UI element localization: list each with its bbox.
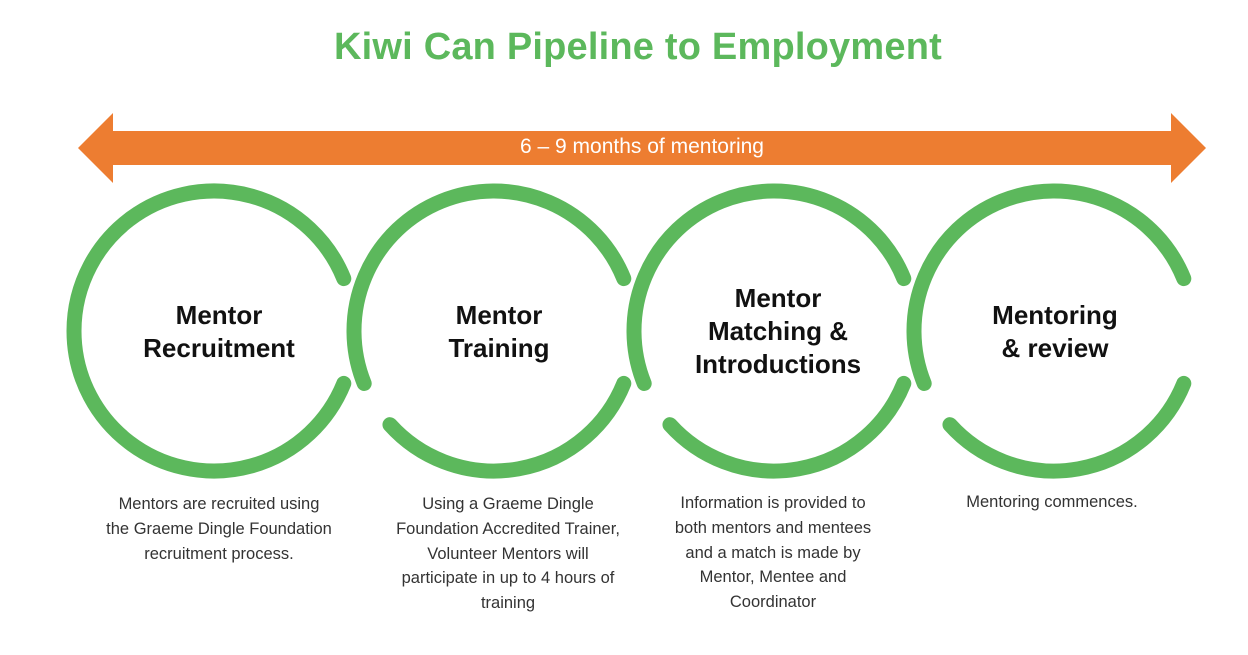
stage-description-line: Mentors are recruited using <box>118 495 320 513</box>
stage-description-line: recruitment process. <box>144 544 294 563</box>
stage-title: Mentor Training <box>379 299 619 365</box>
stage-description-line: the Graeme Dingle Foundation <box>106 519 332 538</box>
stage-ring-arc <box>382 375 632 479</box>
stage-description-line: Information is provided to <box>680 494 866 512</box>
stage-description-line: Using a Graeme Dingle <box>422 495 594 513</box>
stage-description: Mentoring commences. <box>922 490 1182 515</box>
stage-description-line: Mentor, Mentee and <box>699 568 847 587</box>
stage-title-line: & review <box>1001 333 1109 363</box>
stage-ring-arc <box>942 375 1192 479</box>
stage-description-line: training <box>480 594 536 613</box>
stage-ring-arc <box>66 183 352 479</box>
stage-ring-arc <box>626 183 912 391</box>
stage-title: Mentor Matching & Introductions <box>658 282 898 381</box>
duration-arrow <box>78 113 1206 183</box>
stage-description-line: Coordinator <box>729 593 817 612</box>
stage-title: Mentoring & review <box>935 299 1175 365</box>
stage-title: Mentor Recruitment <box>99 299 339 365</box>
stage-description: Mentors are recruited using the Graeme D… <box>89 492 349 566</box>
stage-title-line: Mentor <box>455 300 543 330</box>
stage-ring-arc <box>662 375 912 479</box>
stage-description-line: participate in up to 4 hours of <box>401 569 615 588</box>
stage-title-line: Mentor <box>175 300 263 330</box>
stage-description-line: Mentoring commences. <box>966 493 1138 511</box>
stage-title-line: Training <box>448 333 550 363</box>
stage-description: Information is provided to both mentors … <box>643 491 903 615</box>
stage-title-line: Matching & <box>707 316 849 346</box>
stage-title-line: Mentoring <box>992 300 1118 330</box>
stage-description-line: Volunteer Mentors will <box>427 544 589 563</box>
stage-title-line: Recruitment <box>143 333 295 363</box>
stage-rings <box>66 183 1192 479</box>
stage-description: Using a Graeme Dingle Foundation Accredi… <box>378 492 638 616</box>
stage-ring-arc <box>906 183 1192 391</box>
stage-description-line: both mentors and mentees <box>674 518 872 537</box>
stage-title-line: Mentor <box>734 283 822 313</box>
stage-description-line: and a match is made by <box>685 543 861 562</box>
duration-arrow-label: 6 – 9 months of mentoring <box>520 135 764 158</box>
stage-ring-arc <box>346 183 632 391</box>
stage-description-line: Foundation Accredited Trainer, <box>396 519 620 538</box>
stage-title-line: Introductions <box>694 349 862 379</box>
diagram-title: Kiwi Can Pipeline to Employment <box>334 26 942 68</box>
